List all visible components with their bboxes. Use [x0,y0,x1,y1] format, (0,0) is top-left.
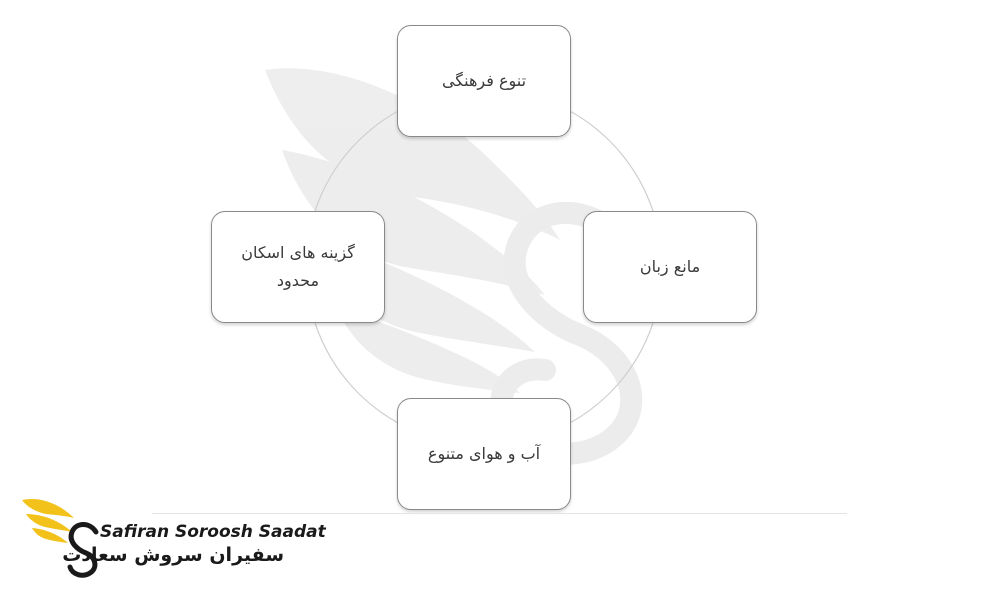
brand-name-english: Safiran Soroosh Saadat [100,522,326,542]
brand-name-persian: سفیران سروش سعادت [62,544,284,566]
cycle-node-language-barrier: مانع زبان [583,211,757,323]
node-label: گزینه های اسکان محدود [241,243,355,290]
cycle-node-limited-accommodation: گزینه های اسکان محدود [211,211,385,323]
cycle-node-cultural-diversity: تنوع فرهنگی [397,25,571,137]
cycle-node-varied-climate: آب و هوای متنوع [397,398,571,510]
brand-wing-icon [22,498,99,578]
node-label: آب و هوای متنوع [427,444,541,463]
divider-line [152,513,847,514]
node-label: تنوع فرهنگی [441,71,527,90]
brand-logo: Safiran Soroosh Saadat سفیران سروش سعادت [18,492,326,582]
node-label: مانع زبان [639,257,701,276]
